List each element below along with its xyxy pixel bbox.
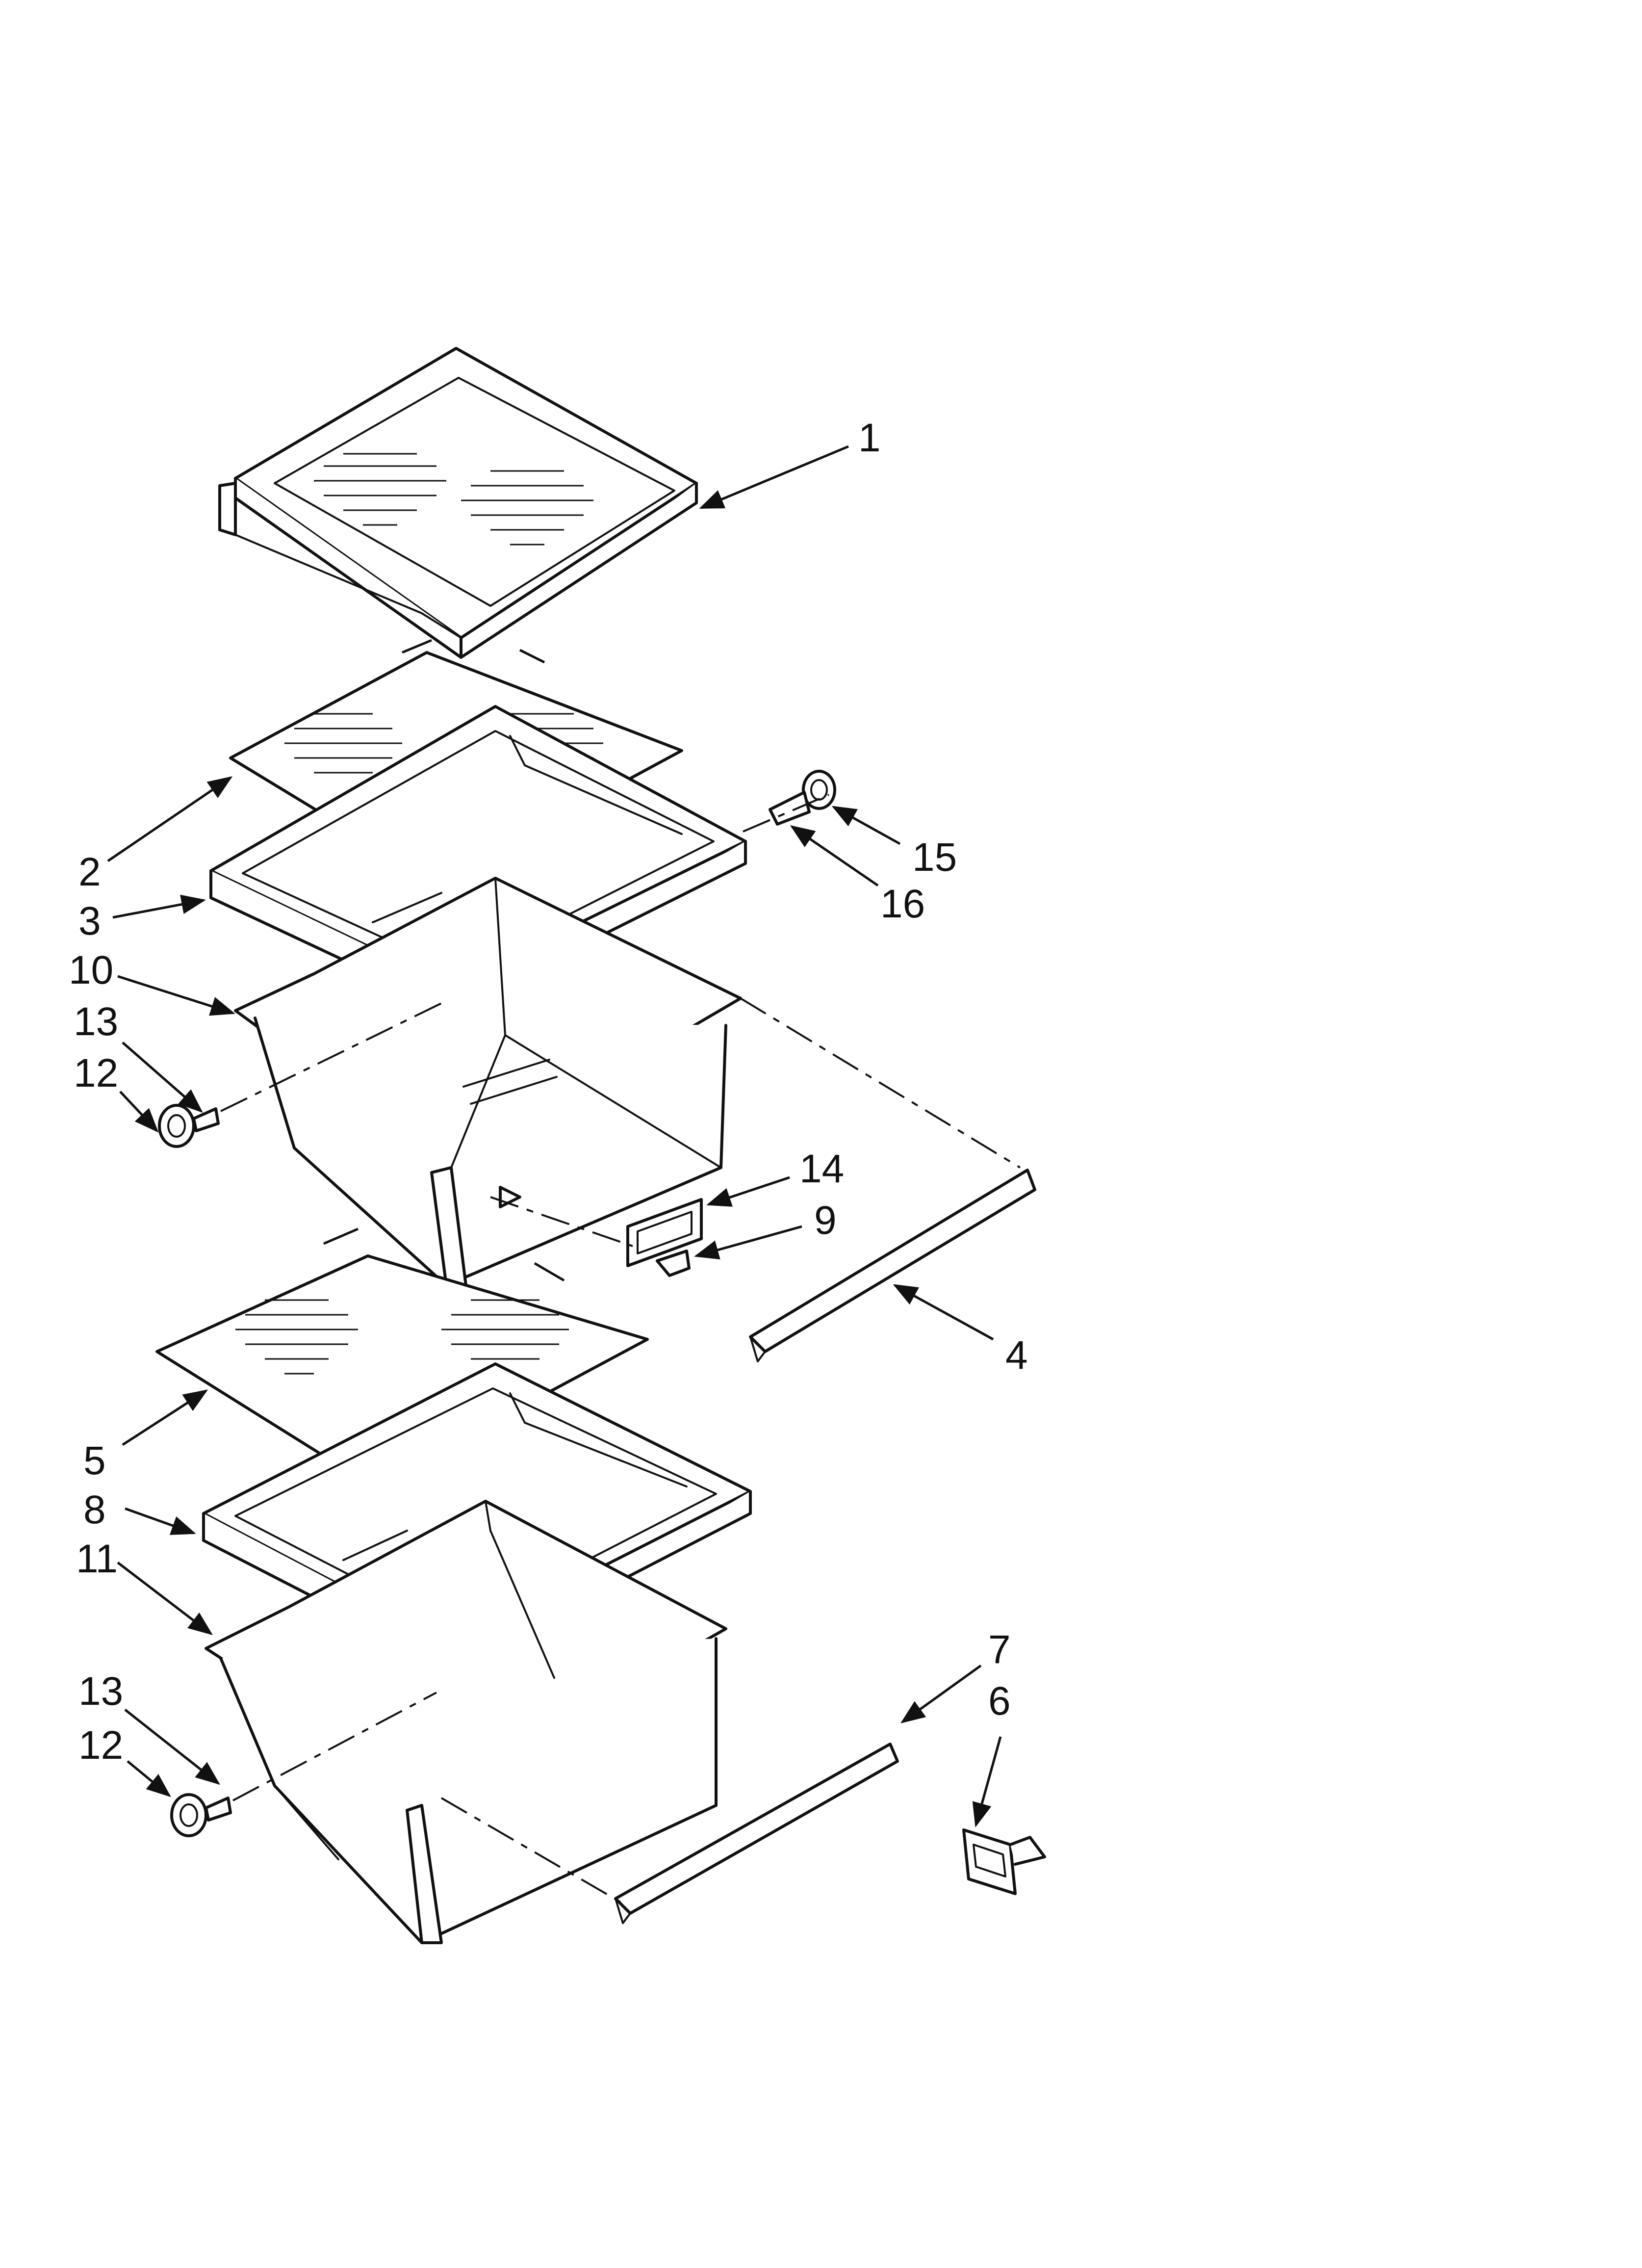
leader-14 xyxy=(706,1176,790,1207)
part-14-clip xyxy=(626,1198,703,1267)
part-1-shelf-assembly xyxy=(218,347,698,659)
leader-6 xyxy=(972,1736,1002,1827)
callout-12-lower: 12 xyxy=(78,1723,123,1768)
callout-13-upper: 13 xyxy=(74,999,118,1044)
leader-4 xyxy=(893,1284,994,1341)
callout-labels: 1 2 3 10 13 12 15 16 14 9 4 5 8 11 13 12… xyxy=(69,416,1028,1768)
callout-14: 14 xyxy=(799,1147,844,1191)
leader-1 xyxy=(699,445,849,509)
callout-13-lower: 13 xyxy=(78,1669,123,1714)
part-13-screw-upper xyxy=(192,1107,220,1132)
callout-1: 1 xyxy=(858,416,881,460)
callout-5: 5 xyxy=(83,1438,106,1483)
part-16-screw xyxy=(769,791,811,826)
leader-13-lower xyxy=(124,1709,220,1785)
part-15-wheel xyxy=(802,770,836,810)
callout-3: 3 xyxy=(78,899,101,943)
leader-8 xyxy=(125,1507,196,1535)
callout-10: 10 xyxy=(69,948,113,992)
leader-7 xyxy=(900,1664,982,1723)
callout-8: 8 xyxy=(83,1487,106,1532)
part-12-wheel-upper xyxy=(158,1104,195,1148)
leader-13-upper xyxy=(122,1042,203,1113)
leader-11 xyxy=(117,1562,213,1636)
callout-11: 11 xyxy=(76,1537,118,1581)
callout-15: 15 xyxy=(912,835,957,880)
part-5-glass-pattern xyxy=(235,1299,569,1375)
part-1-glass-pattern xyxy=(314,453,593,546)
part-5-glass-panel xyxy=(155,1227,649,1488)
leader-5 xyxy=(122,1389,208,1446)
leader-15 xyxy=(831,806,901,845)
part-9-clip xyxy=(656,1250,691,1277)
leader-3 xyxy=(112,894,206,919)
leader-9 xyxy=(694,1225,802,1260)
leader-2 xyxy=(107,776,233,862)
part-6-bracket xyxy=(962,1828,1046,1895)
part-12-wheel-lower xyxy=(170,1793,207,1837)
alignment-lines xyxy=(220,794,1021,1904)
part-10-upper-crisper-drawer xyxy=(234,877,742,1287)
callout-4: 4 xyxy=(1005,1333,1028,1378)
part-13-screw-lower xyxy=(205,1797,232,1822)
leader-12-upper xyxy=(119,1091,159,1133)
callout-7: 7 xyxy=(988,1627,1011,1672)
leader-12-lower xyxy=(127,1760,171,1798)
callout-12-upper: 12 xyxy=(74,1051,118,1095)
part-7-trim-rail xyxy=(614,1743,899,1924)
callout-6: 6 xyxy=(988,1679,1011,1723)
leader-arrows xyxy=(107,445,1002,1827)
leader-10 xyxy=(117,975,235,1016)
callout-9: 9 xyxy=(814,1198,837,1243)
callout-16: 16 xyxy=(880,882,925,926)
leader-16 xyxy=(790,825,879,887)
part-4-trim-rail xyxy=(749,1169,1036,1362)
callout-2: 2 xyxy=(78,850,101,894)
part-11-lower-crisper-drawer xyxy=(205,1500,727,1944)
